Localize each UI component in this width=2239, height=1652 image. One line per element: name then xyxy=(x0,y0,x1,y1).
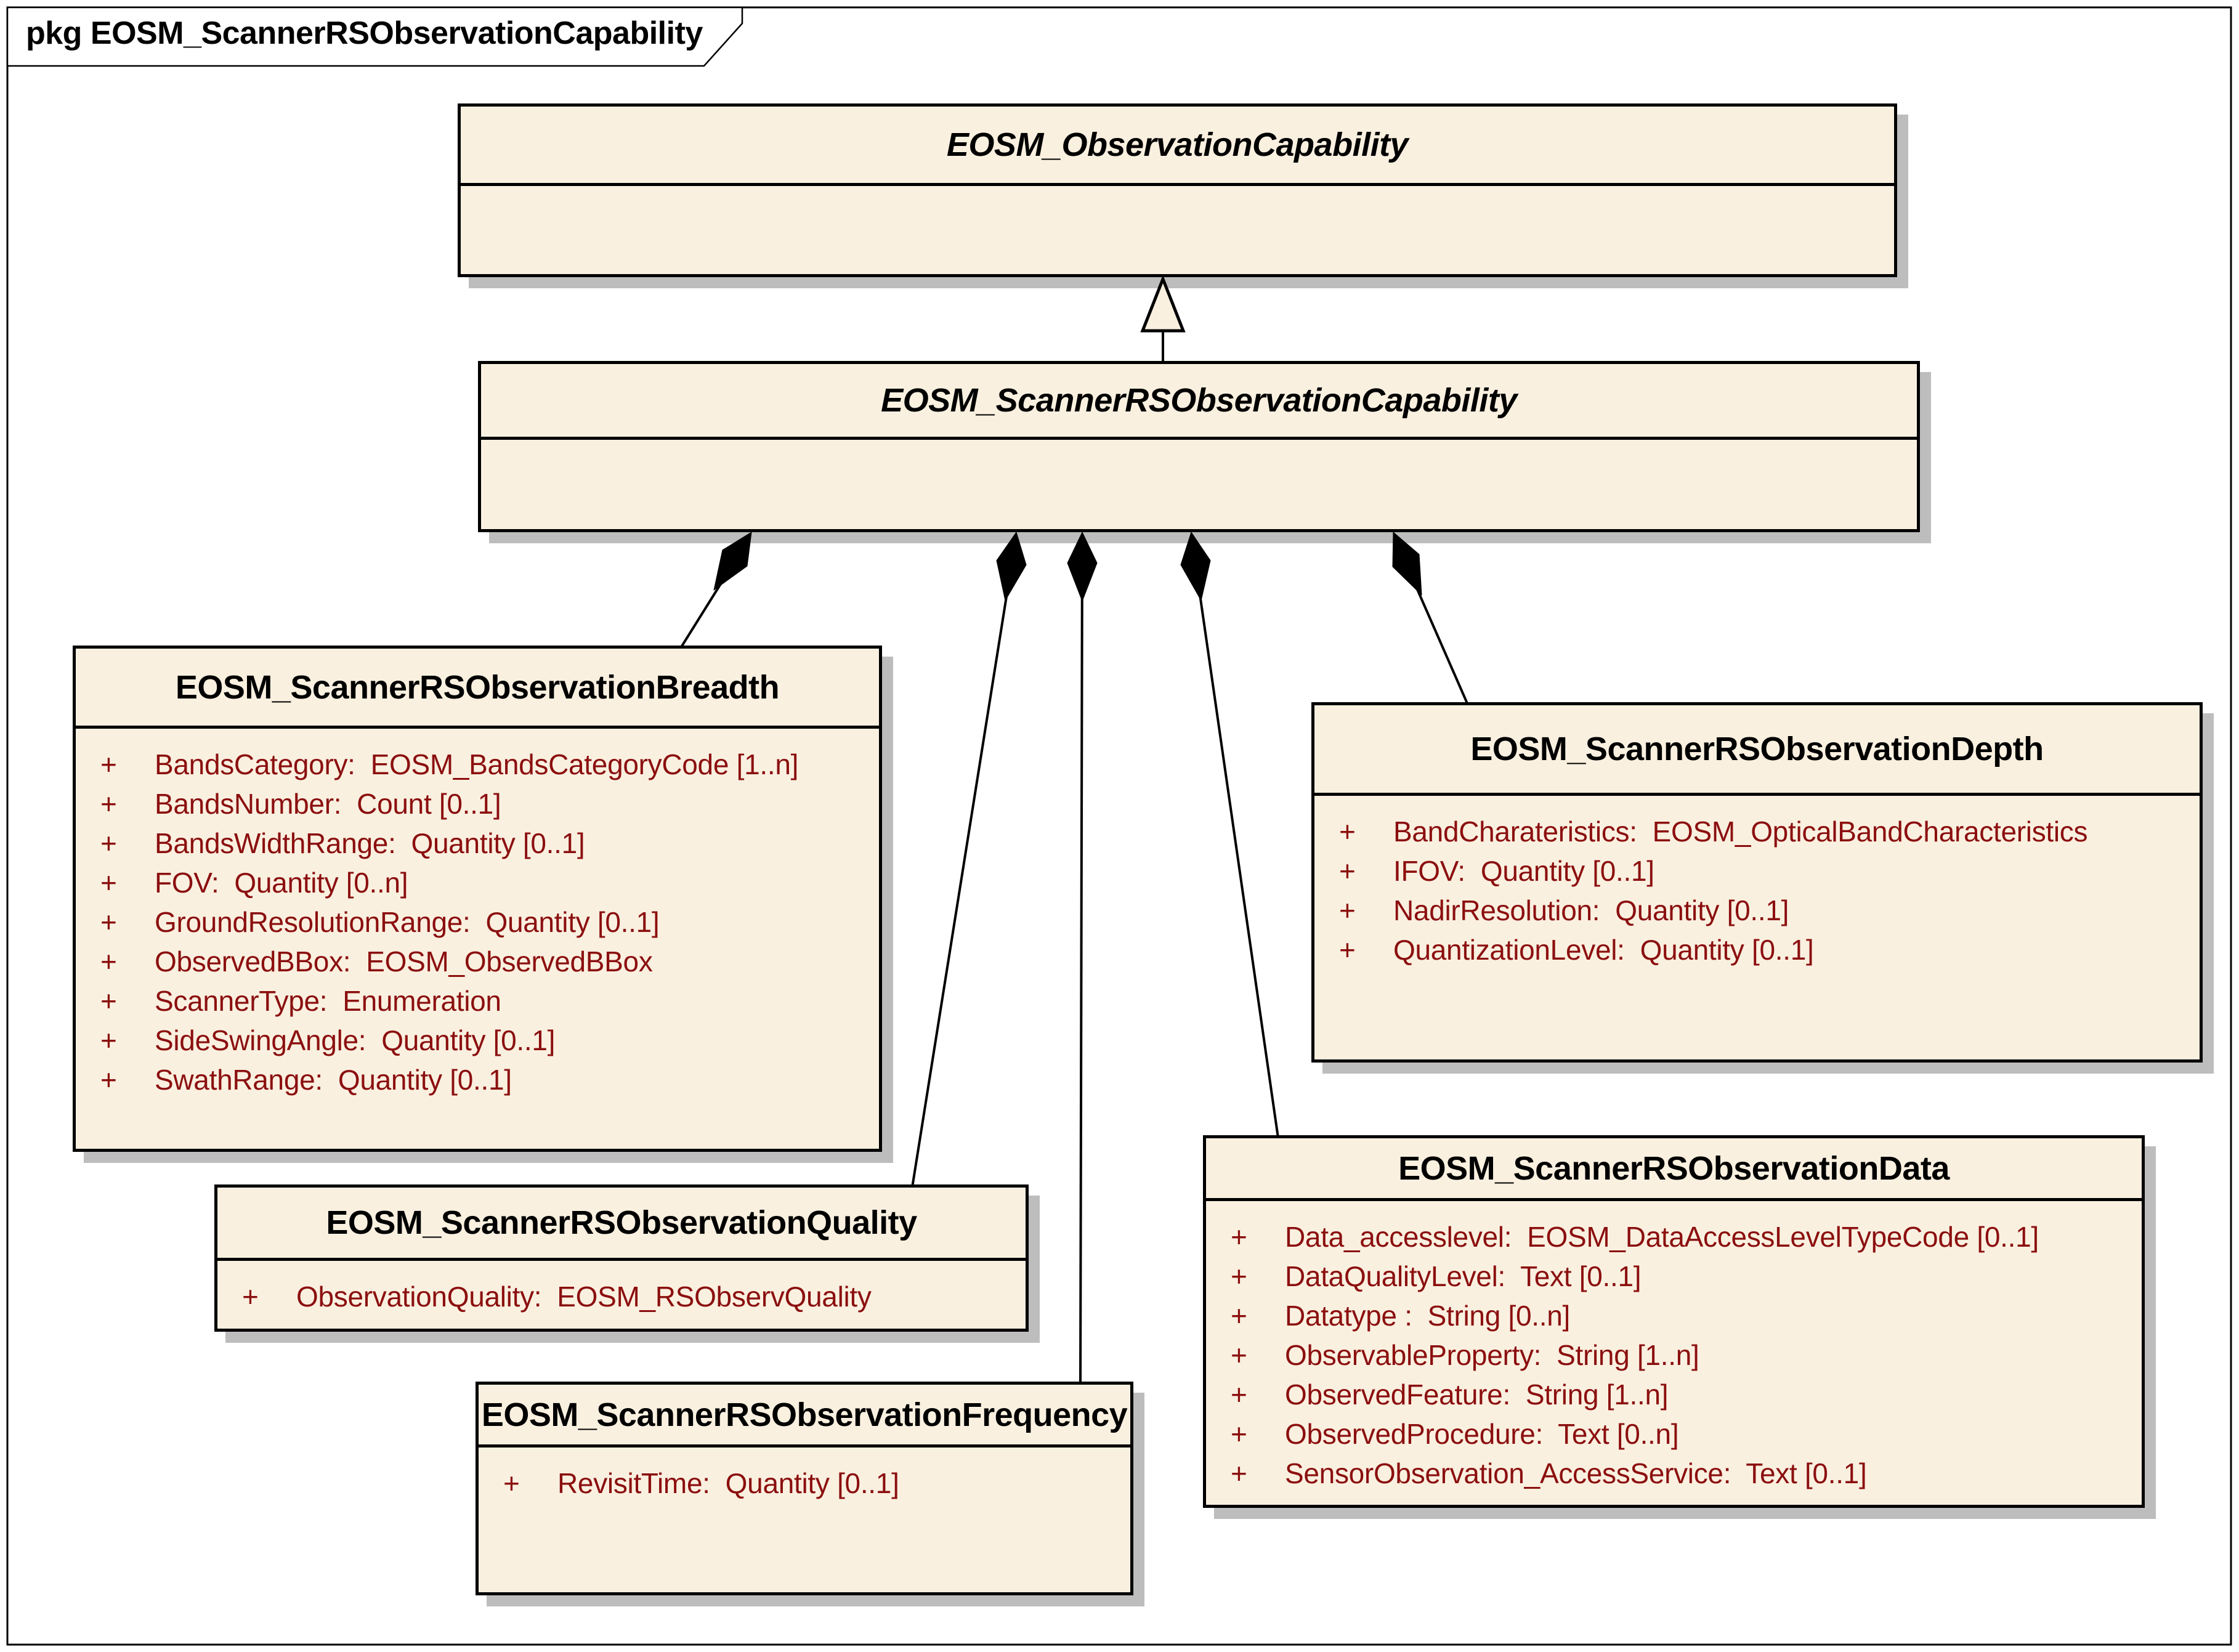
association-line-data xyxy=(1190,534,1279,1138)
attribute-row: + ObservationQuality: EOSM_RSObservQualit… xyxy=(242,1277,1019,1316)
attribute-text: FOV: Quantity [0..n] xyxy=(155,867,408,899)
attribute-row: + Data_accesslevel: EOSM_DataAccessLevelT… xyxy=(1231,1217,2136,1257)
class-name: EOSM_ScannerRSObservationDepth xyxy=(1314,705,2200,796)
visibility-plus: + xyxy=(100,748,117,780)
composition-diamond-icon xyxy=(713,532,752,591)
attribute-row: + ObservedFeature: String [1..n] xyxy=(1231,1375,2136,1414)
attribute-text: SideSwingAngle: Quantity [0..1] xyxy=(155,1024,556,1056)
attribute-text: BandCharateristics: EOSM_OpticalBandChar… xyxy=(1393,816,2088,848)
attribute-row: + ObservableProperty: String [1..n] xyxy=(1231,1335,2136,1375)
attribute-text: GroundResolutionRange: Quantity [0..1] xyxy=(155,906,660,938)
attribute-row: + FOV: Quantity [0..n] xyxy=(100,863,873,902)
class-eosm-scannerrsobservationdata[interactable]: EOSM_ScannerRSObservationData + Data_acce… xyxy=(1203,1135,2145,1508)
attribute-text: QuantizationLevel: Quantity [0..1] xyxy=(1393,934,1814,966)
attribute-row: + SideSwingAngle: Quantity [0..1] xyxy=(100,1021,873,1060)
attribute-row: + IFOV: Quantity [0..1] xyxy=(1339,851,2193,891)
visibility-plus: + xyxy=(1339,934,1356,966)
attribute-text: ScannerType: Enumeration xyxy=(155,985,501,1017)
visibility-plus: + xyxy=(1231,1339,1247,1371)
attribute-text: ObservedFeature: String [1..n] xyxy=(1285,1379,1669,1411)
attribute-text: BandsCategory: EOSM_BandsCategoryCode [1… xyxy=(155,748,799,780)
class-name: EOSM_ScannerRSObservationFrequency xyxy=(479,1385,1130,1448)
class-name: EOSM_ScannerRSObservationQuality xyxy=(217,1188,1026,1261)
attribute-row: + BandCharateristics: EOSM_OpticalBandCha… xyxy=(1339,812,2193,851)
attributes-compartment: + RevisitTime: Quantity [0..1] xyxy=(479,1448,1130,1592)
attribute-text: ObservableProperty: String [1..n] xyxy=(1285,1339,1699,1371)
class-eosm-scannerrsobservationfrequency[interactable]: EOSM_ScannerRSObservationFrequency + Revi… xyxy=(476,1382,1133,1595)
attribute-text: ObservedProcedure: Text [0..n] xyxy=(1285,1418,1679,1450)
attribute-row: + QuantizationLevel: Quantity [0..1] xyxy=(1339,930,2193,970)
diagram-title: pkg EOSM_ScannerRSObservationCapability xyxy=(26,15,703,51)
visibility-plus: + xyxy=(1231,1379,1247,1411)
visibility-plus: + xyxy=(1231,1457,1247,1489)
visibility-plus: + xyxy=(100,945,117,978)
attribute-text: SwathRange: Quantity [0..1] xyxy=(155,1064,512,1096)
attribute-row: + GroundResolutionRange: Quantity [0..1] xyxy=(100,902,873,942)
class-name: EOSM_ScannerRSObservationData xyxy=(1206,1138,2142,1201)
visibility-plus: + xyxy=(503,1467,520,1499)
attribute-row: + RevisitTime: Quantity [0..1] xyxy=(503,1464,1124,1503)
attribute-row: + Datatype : String [0..n] xyxy=(1231,1296,2136,1335)
class-eosm-scannerrsobservationdepth[interactable]: EOSM_ScannerRSObservationDepth + BandChar… xyxy=(1311,702,2203,1063)
attribute-text: Datatype : String [0..n] xyxy=(1285,1300,1570,1332)
visibility-plus: + xyxy=(1231,1418,1247,1450)
attribute-text: ObservationQuality: EOSM_RSObservQuality xyxy=(296,1281,872,1313)
visibility-plus: + xyxy=(100,1024,117,1056)
attribute-row: + DataQualityLevel: Text [0..1] xyxy=(1231,1257,2136,1296)
attribute-text: BandsWidthRange: Quantity [0..1] xyxy=(155,827,585,859)
association-line-quality xyxy=(910,534,1018,1196)
class-name: EOSM_ScannerRSObservationCapability xyxy=(481,364,1917,440)
generalization-triangle-icon xyxy=(1140,275,1186,333)
visibility-plus: + xyxy=(1231,1300,1247,1332)
attribute-row: + BandsCategory: EOSM_BandsCategoryCode [… xyxy=(100,745,873,784)
attribute-text: BandsNumber: Count [0..1] xyxy=(155,788,501,820)
attributes-compartment xyxy=(461,186,1894,274)
association-line-frequency xyxy=(1079,534,1083,1385)
composition-diamond-icon xyxy=(1392,531,1422,596)
association-line-depth xyxy=(1392,534,1469,705)
attribute-row: + NadirResolution: Quantity [0..1] xyxy=(1339,891,2193,930)
visibility-plus: + xyxy=(100,827,117,859)
visibility-plus: + xyxy=(1339,855,1356,887)
attribute-text: NadirResolution: Quantity [0..1] xyxy=(1393,894,1789,926)
attribute-row: + BandsWidthRange: Quantity [0..1] xyxy=(100,824,873,863)
attribute-row: + ScannerType: Enumeration xyxy=(100,981,873,1021)
attribute-row: + BandsNumber: Count [0..1] xyxy=(100,784,873,824)
attributes-compartment xyxy=(481,440,1917,529)
class-name: EOSM_ScannerRSObservationBreadth xyxy=(76,649,879,729)
visibility-plus: + xyxy=(100,788,117,820)
association-line-breadth xyxy=(679,533,753,649)
attribute-text: IFOV: Quantity [0..1] xyxy=(1393,855,1654,887)
visibility-plus: + xyxy=(100,985,117,1017)
attributes-compartment: + ObservationQuality: EOSM_RSObservQualit… xyxy=(217,1261,1026,1329)
attributes-compartment: + BandsCategory: EOSM_BandsCategoryCode [… xyxy=(76,729,879,1149)
attribute-text: ObservedBBox: EOSM_ObservedBBox xyxy=(155,945,653,978)
attribute-text: SensorObservation_AccessService: Text [0… xyxy=(1285,1457,1867,1489)
attribute-text: RevisitTime: Quantity [0..1] xyxy=(557,1467,899,1499)
composition-diamond-icon xyxy=(1067,531,1098,602)
visibility-plus: + xyxy=(1231,1260,1247,1292)
composition-diamond-icon xyxy=(996,531,1027,602)
visibility-plus: + xyxy=(100,867,117,899)
attribute-text: DataQualityLevel: Text [0..1] xyxy=(1285,1260,1642,1292)
visibility-plus: + xyxy=(1231,1221,1247,1253)
attribute-row: + SwathRange: Quantity [0..1] xyxy=(100,1060,873,1099)
visibility-plus: + xyxy=(242,1281,259,1313)
class-eosm-observationcapability[interactable]: EOSM_ObservationCapability xyxy=(458,103,1897,277)
visibility-plus: + xyxy=(1339,816,1356,848)
visibility-plus: + xyxy=(1339,894,1356,926)
visibility-plus: + xyxy=(100,1064,117,1096)
visibility-plus: + xyxy=(100,906,117,938)
class-eosm-scannerrsobservationbreadth[interactable]: EOSM_ScannerRSObservationBreadth + BandsC… xyxy=(73,646,882,1152)
attribute-text: Data_accesslevel: EOSM_DataAccessLevelTy… xyxy=(1285,1221,2039,1253)
class-eosm-scannerrsobservationcapability[interactable]: EOSM_ScannerRSObservationCapability xyxy=(478,361,1920,532)
attribute-row: + ObservedBBox: EOSM_ObservedBBox xyxy=(100,942,873,981)
composition-diamond-icon xyxy=(1180,531,1211,602)
attributes-compartment: + Data_accesslevel: EOSM_DataAccessLevelT… xyxy=(1206,1201,2142,1505)
class-eosm-scannerrsobservationquality[interactable]: EOSM_ScannerRSObservationQuality + Observ… xyxy=(214,1184,1029,1332)
attribute-row: + SensorObservation_AccessService: Text [… xyxy=(1231,1454,2136,1493)
attributes-compartment: + BandCharateristics: EOSM_OpticalBandCha… xyxy=(1314,796,2200,1059)
class-name: EOSM_ObservationCapability xyxy=(461,107,1894,186)
attribute-row: + ObservedProcedure: Text [0..n] xyxy=(1231,1414,2136,1454)
